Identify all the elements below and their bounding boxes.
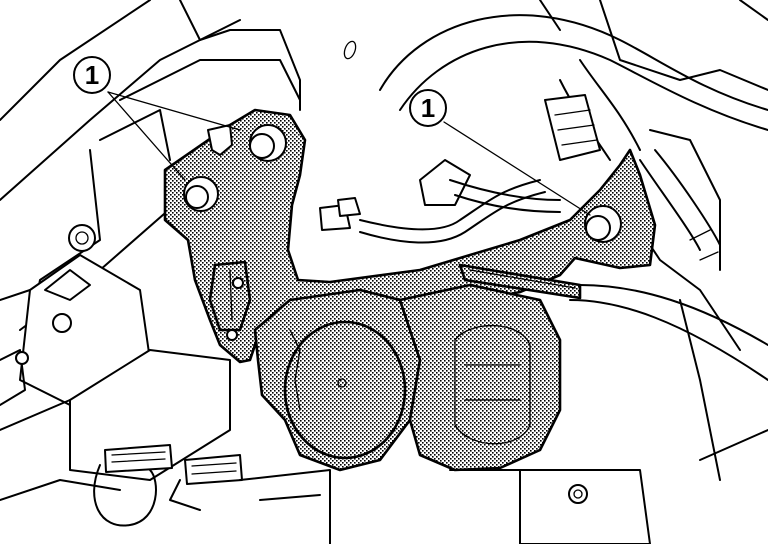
callout-left: 1 (73, 56, 241, 181)
callout-label: 1 (421, 93, 435, 123)
bolt-left (183, 176, 219, 212)
bolt-right (584, 205, 622, 243)
horn-bracket-assembly (163, 108, 657, 472)
callout-circle-icon (73, 56, 111, 94)
callout-circle-icon (409, 89, 447, 127)
wire-harness (319, 14, 768, 381)
leader-line (443, 121, 591, 216)
callout-label: 1 (85, 60, 99, 90)
horn-right (398, 283, 562, 472)
leader-line (107, 91, 186, 181)
bolt-top (249, 124, 287, 162)
callout-right: 1 (409, 89, 591, 216)
horn-bracket (163, 108, 657, 364)
leader-line (107, 91, 241, 131)
